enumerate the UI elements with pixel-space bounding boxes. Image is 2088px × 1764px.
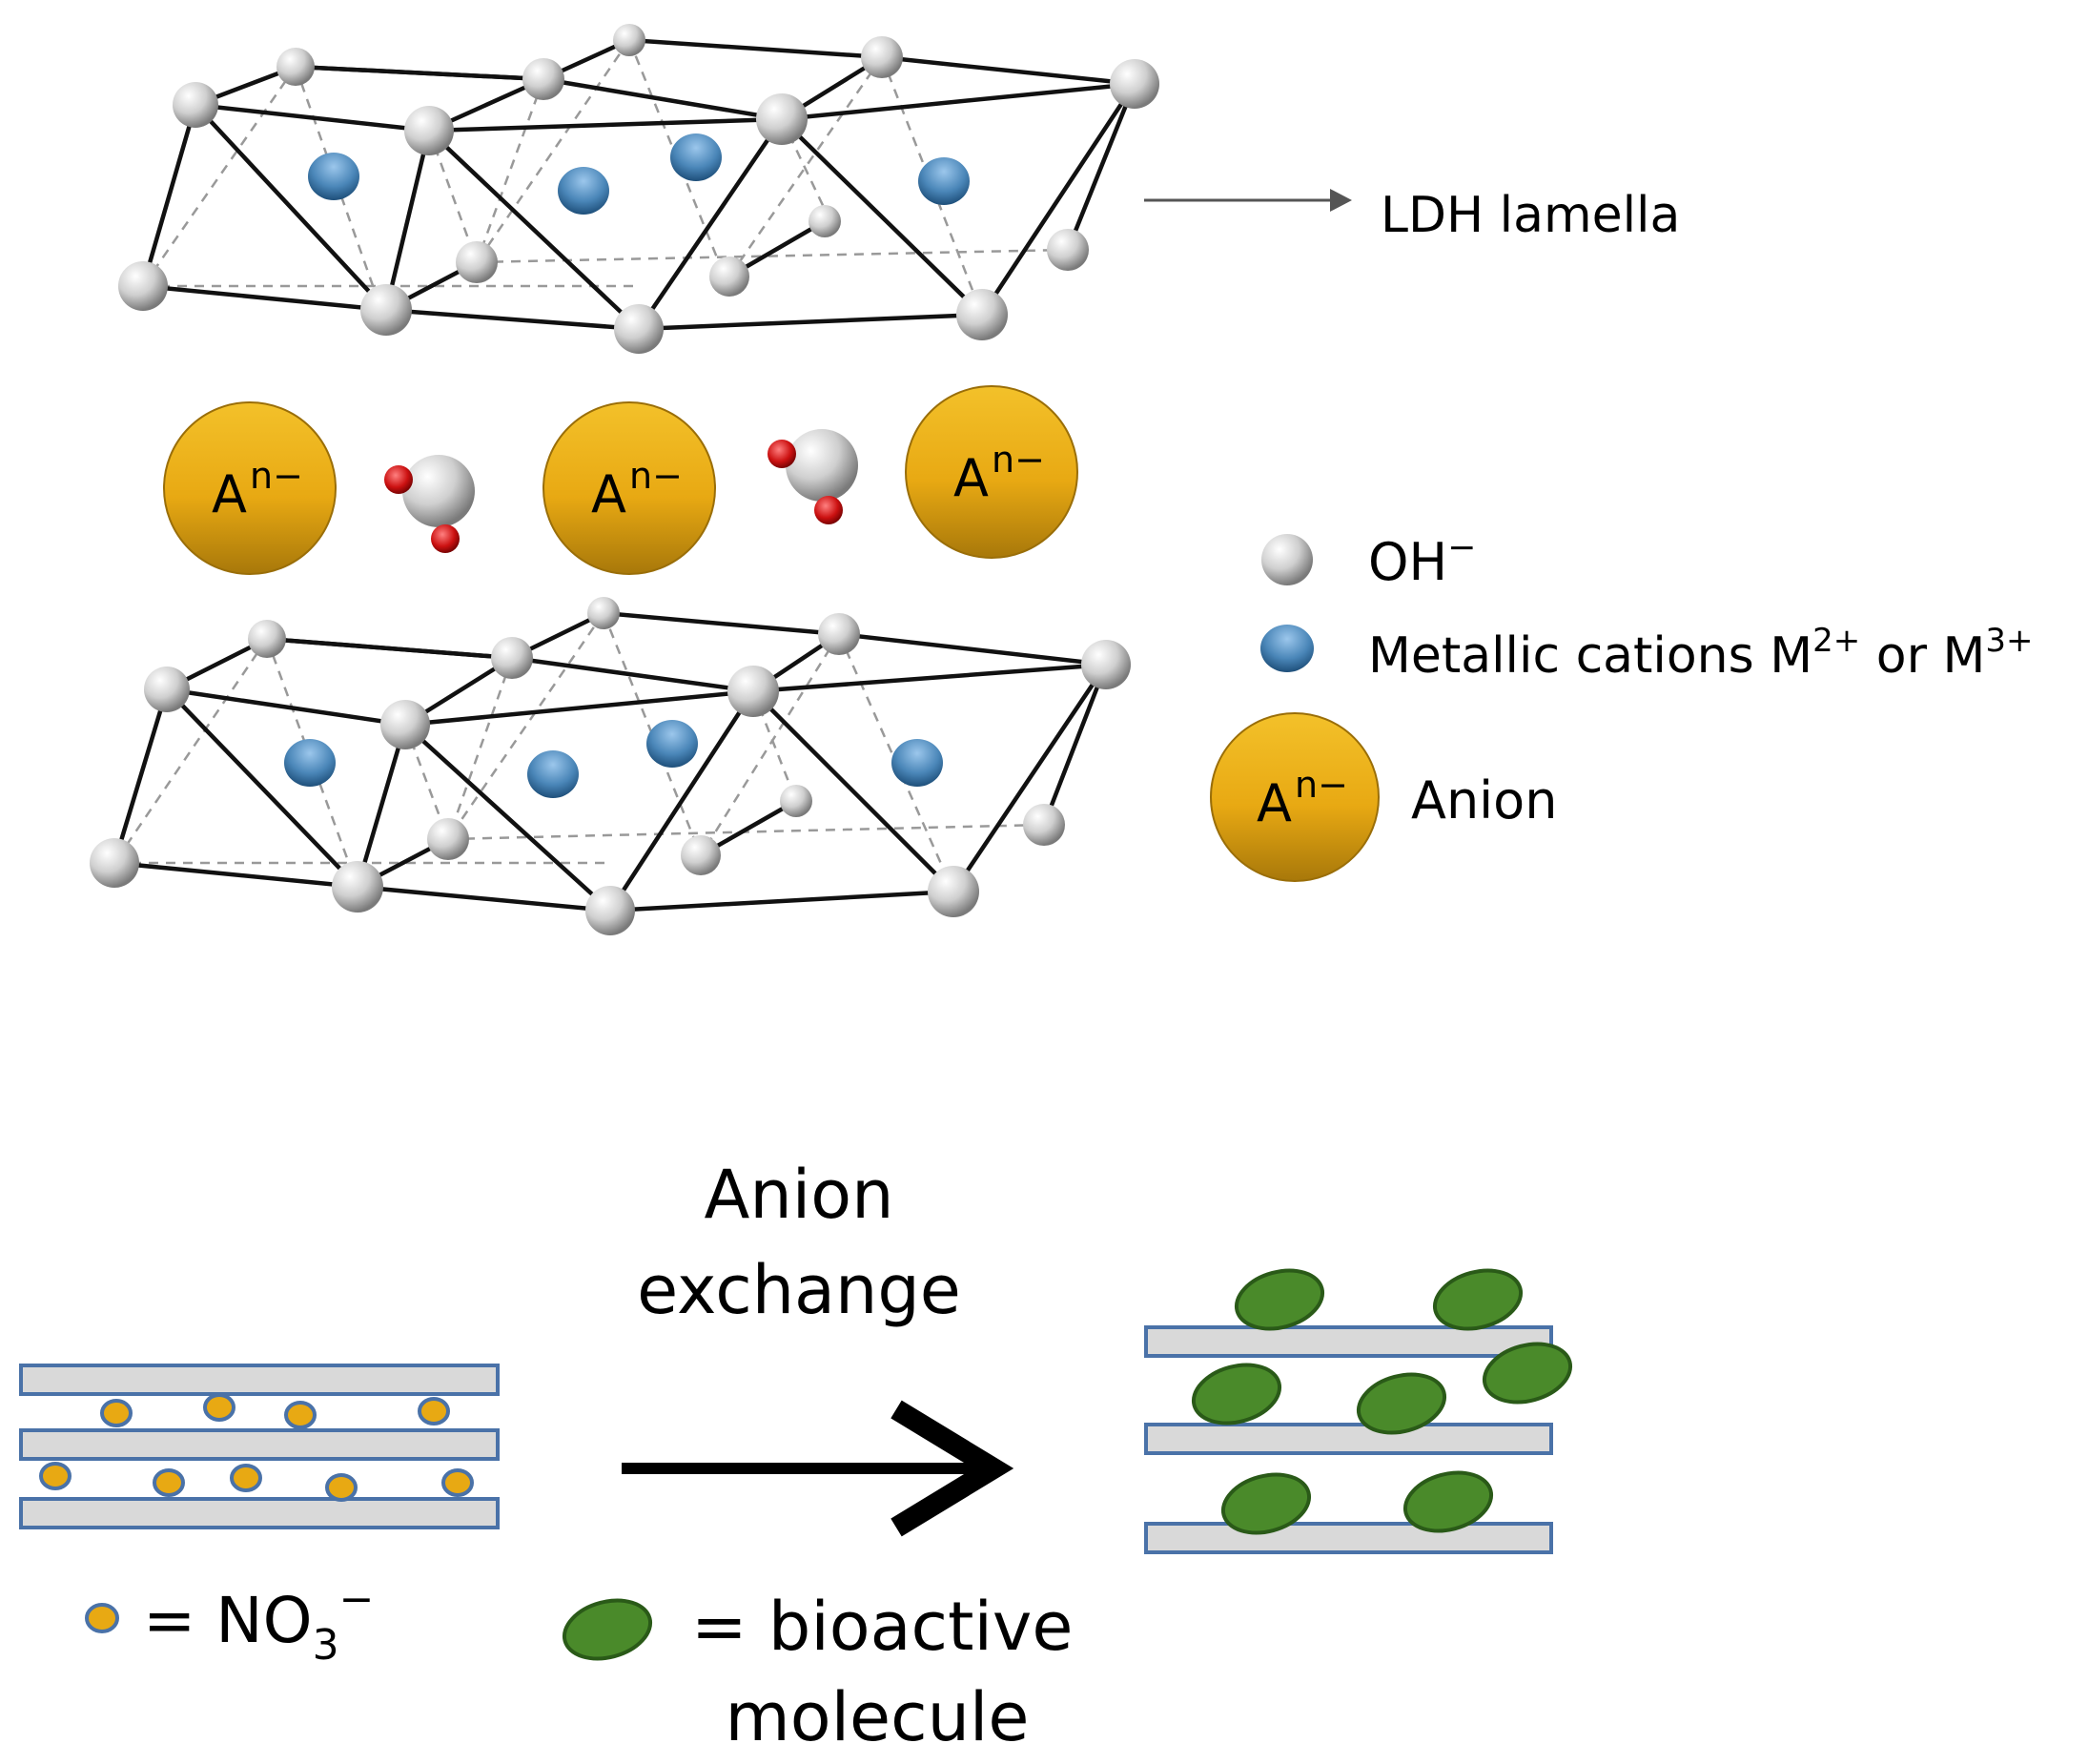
no3-label: = NO: [143, 1584, 313, 1657]
ldh-lamella-top: [118, 24, 1159, 354]
svg-text:= NO3−: = NO3−: [143, 1575, 374, 1670]
no3-subscript: 3: [313, 1621, 339, 1670]
after-exchange: [1144, 1268, 1573, 1554]
plate: [19, 1497, 500, 1529]
oh-charge: −: [1447, 528, 1476, 567]
legend-oh: OH−: [1261, 528, 1476, 592]
plate: [19, 1364, 500, 1396]
bioactive-molecule-icon: [562, 1598, 653, 1661]
plate: [1144, 1522, 1553, 1554]
no3-charge: −: [339, 1575, 375, 1624]
anion-charge: n−: [992, 439, 1045, 481]
bioactive-line-1: = bioactive: [691, 1588, 1073, 1666]
anion-1: A n−: [163, 401, 337, 575]
water-molecule-2: [768, 429, 858, 524]
anion-symbol: A: [953, 448, 989, 508]
svg-text:OH−: OH−: [1368, 528, 1476, 592]
anion-symbol: A: [591, 464, 626, 524]
cations-label: Metallic cations M: [1368, 627, 1812, 685]
cation-spheres-bottom: [284, 720, 943, 798]
anion-sphere-icon: [1210, 712, 1380, 882]
cation-spheres-top: [308, 133, 970, 215]
anion-2: A n−: [542, 401, 716, 575]
svg-text:Metallic cations M2+ or M3+: Metallic cations M2+ or M3+: [1368, 622, 2034, 685]
ldh-lamella-bottom: [90, 597, 1131, 935]
nitrate-icon: [85, 1603, 119, 1633]
right-arrow-icon: [622, 1400, 1014, 1537]
bioactive-line-2: molecule: [726, 1678, 1030, 1756]
exchange-line-2: exchange: [637, 1251, 961, 1329]
plate: [1144, 1423, 1553, 1455]
exchange-label: Anion exchange: [637, 1156, 961, 1329]
legend-cations: Metallic cations M2+ or M3+: [1260, 622, 2034, 685]
oh-spheres-bottom: [90, 597, 1131, 935]
plate: [1144, 1325, 1553, 1358]
before-exchange: [19, 1364, 500, 1529]
legend-anion: A n− Anion: [1210, 712, 1557, 882]
nitrate-ions: [39, 1393, 474, 1502]
legend: OH− Metallic cations M2+ or M3+ A n− Ani…: [1210, 528, 2034, 882]
oh-spheres-top: [118, 24, 1159, 354]
cation-charge-3plus: 3+: [1985, 622, 2033, 660]
lamella-label: LDH lamella: [1381, 187, 1680, 244]
cation-sphere-icon: [1260, 625, 1314, 672]
oh-label: OH: [1368, 532, 1447, 592]
anion-symbol: A: [212, 464, 247, 524]
plate: [19, 1428, 500, 1461]
cation-charge-2plus: 2+: [1812, 622, 1860, 660]
exchange-line-1: Anion: [705, 1156, 894, 1234]
oh-sphere-icon: [1261, 534, 1313, 585]
cations-or: or M: [1860, 627, 1985, 685]
anion-legend-label: Anion: [1411, 770, 1557, 831]
anion-symbol: A: [1257, 773, 1292, 833]
lamella-arrow: [1144, 189, 1352, 212]
bioactive-legend: = bioactive molecule: [562, 1588, 1073, 1756]
anion-3: A n−: [905, 385, 1078, 559]
anion-charge: n−: [1295, 764, 1348, 806]
water-molecule-1: [384, 455, 475, 553]
no3-legend: = NO3−: [85, 1575, 374, 1670]
interlayer: A n− A n− A n−: [163, 385, 1078, 575]
bioactive-molecules: [1191, 1268, 1573, 1535]
anion-charge: n−: [629, 455, 683, 497]
anion-charge: n−: [250, 455, 303, 497]
